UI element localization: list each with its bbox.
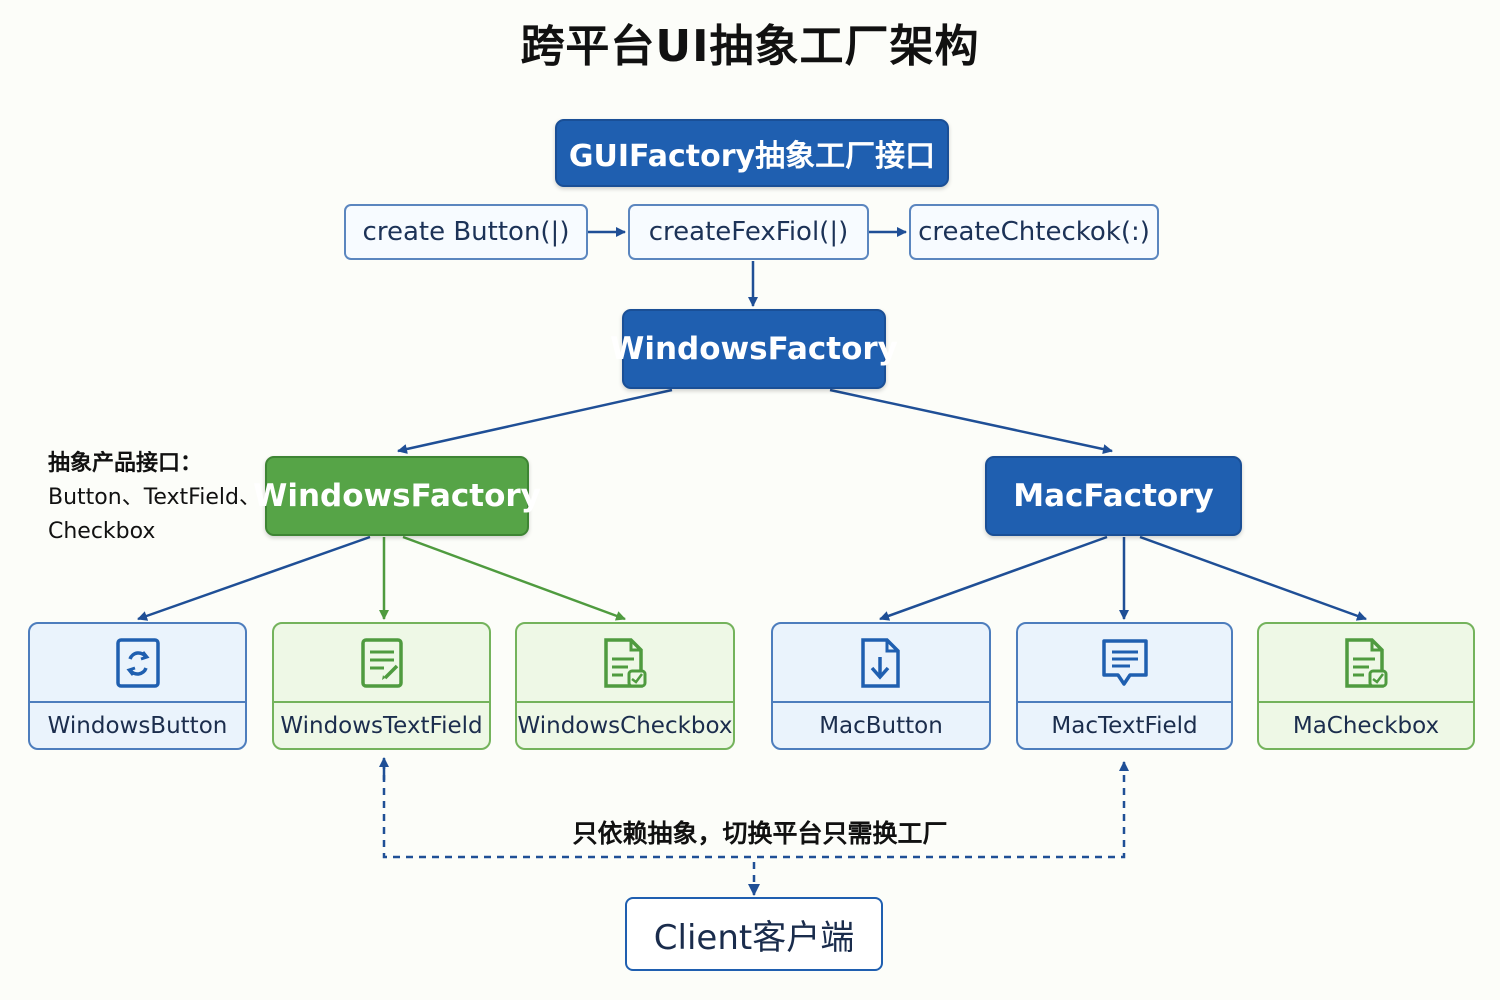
product-card-windows-button: WindowsButton bbox=[28, 622, 247, 750]
windows-factory-top-box: WindowsFactory bbox=[610, 309, 898, 389]
edit-document-icon bbox=[360, 637, 403, 688]
method-box-create-checkbox: createChteckok(:) bbox=[909, 204, 1159, 260]
message-icon bbox=[1101, 638, 1148, 686]
mac-factory-box: MacFactory bbox=[985, 456, 1242, 536]
product-label: WindowsButton bbox=[47, 712, 228, 739]
client-arrow-head bbox=[748, 884, 760, 896]
card-icon-area bbox=[274, 624, 489, 703]
note-line-3: Checkbox bbox=[48, 519, 156, 544]
arrow-top-to-windows bbox=[397, 388, 673, 454]
refresh-document-icon bbox=[115, 637, 160, 688]
note-line-2: Button、TextField、 bbox=[48, 485, 261, 510]
card-icon-area bbox=[517, 624, 733, 703]
arrow-mac-to-button bbox=[879, 535, 1108, 621]
note-heading: 抽象产品接口： bbox=[48, 451, 203, 476]
product-label: MacButton bbox=[819, 712, 943, 739]
product-card-windows-checkbox: WindowsCheckbox bbox=[515, 622, 735, 750]
product-card-mac-textfield: MacTextField bbox=[1016, 622, 1233, 750]
client-box: Client客户端 bbox=[625, 897, 883, 971]
checked-document-icon bbox=[1345, 637, 1388, 688]
arrow-mac-to-checkbox bbox=[1139, 535, 1367, 621]
card-icon-area bbox=[773, 624, 989, 703]
gui-factory-interface-box: GUIFactory抽象工厂接口 bbox=[555, 119, 949, 187]
checked-document-icon bbox=[604, 637, 647, 688]
method-box-create-textfield: createFexFiol(|) bbox=[628, 204, 869, 260]
abstract-products-note: 抽象产品接口： Button、TextField、 Checkbox bbox=[48, 447, 268, 549]
product-label: WindowsTextField bbox=[280, 712, 483, 739]
arrow-top-to-mac bbox=[829, 388, 1113, 454]
windows-factory-box: WindowsFactory bbox=[253, 456, 541, 536]
dependency-note: 只依赖抽象，切换平台只需换工厂 bbox=[572, 819, 948, 848]
diagram-title: 跨平台UI抽象工厂架构 bbox=[520, 21, 980, 72]
product-label: MaCheckbox bbox=[1292, 712, 1440, 739]
method-box-create-button: create Button(|) bbox=[344, 204, 588, 260]
card-icon-area bbox=[1018, 624, 1231, 703]
arrow-win-to-checkbox bbox=[402, 535, 626, 621]
product-label: WindowsCheckbox bbox=[517, 712, 733, 739]
product-label: MacTextField bbox=[1051, 712, 1198, 739]
product-card-mac-button: MacButton bbox=[771, 622, 991, 750]
product-card-windows-textfield: WindowsTextField bbox=[272, 622, 491, 750]
download-document-icon bbox=[861, 637, 900, 688]
card-icon-area bbox=[1259, 624, 1473, 703]
product-card-mac-checkbox: MaCheckbox bbox=[1257, 622, 1475, 750]
arrow-win-to-button bbox=[137, 535, 371, 621]
card-icon-area bbox=[30, 624, 245, 703]
